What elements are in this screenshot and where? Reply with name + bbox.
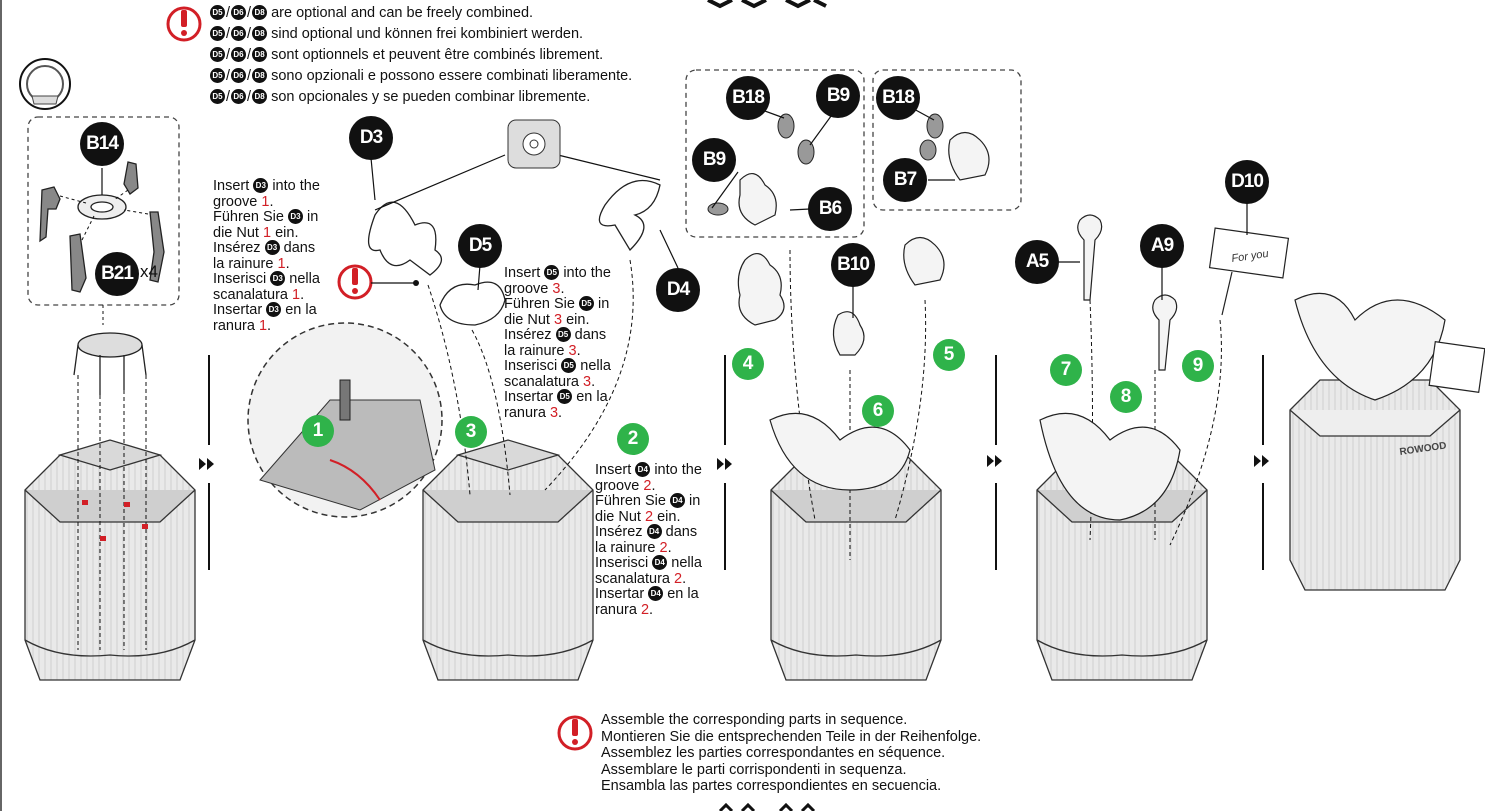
- sequence-notice: Assemble the corresponding parts in sequ…: [601, 712, 981, 795]
- sequence-line-fr: Assemblez les parties correspondantes en…: [601, 745, 946, 762]
- part-label-b7: B7: [883, 158, 927, 202]
- part-label-d10: D10: [1225, 160, 1269, 204]
- step-marker-4: 4: [732, 348, 764, 380]
- step-marker-1: 1: [302, 415, 334, 447]
- notice-line-en: are optional and can be freely combined.: [271, 5, 534, 21]
- part-label-b14: B14: [80, 122, 124, 166]
- sequence-line-en: Assemble the corresponding parts in sequ…: [601, 712, 908, 728]
- instruction-d5: Insert D5 into the groove 3. Führen Sie …: [504, 264, 611, 421]
- part-label-d3: D3: [349, 116, 393, 160]
- part-label-a9: A9: [1140, 224, 1184, 268]
- step-marker-9: 9: [1182, 350, 1214, 382]
- part-label-b9: B9: [692, 138, 736, 182]
- notice-line-it: sono opzionali e possono essere combinat…: [271, 68, 633, 84]
- step-marker-5: 5: [933, 339, 965, 371]
- part-label-a5: A5: [1015, 240, 1059, 284]
- sequence-line-de: Montieren Sie die entsprechenden Teile i…: [601, 728, 982, 745]
- instruction-d3: Insert D3 into the groove 1. Führen Sie …: [213, 177, 320, 334]
- warning-icon: [166, 6, 202, 42]
- part-label-b9: B9: [816, 74, 860, 118]
- notice-line-fr: sont optionnels et peuvent être combinés…: [271, 47, 604, 63]
- step-marker-8: 8: [1110, 381, 1142, 413]
- optional-parts-notice: D5/D6/D8 are optional and can be freely …: [210, 3, 632, 108]
- instruction-d4: Insert D4 into the groove 2. Führen Sie …: [595, 461, 702, 618]
- part-label-b21: B21: [95, 252, 139, 296]
- warning-icon: [557, 715, 593, 751]
- step-marker-7: 7: [1050, 354, 1082, 386]
- warning-icon: [337, 264, 419, 300]
- notice-line-de: sind optional und können frei kombiniert…: [271, 26, 584, 42]
- part-label-b6: B6: [808, 187, 852, 231]
- part-label-d5: D5: [458, 224, 502, 268]
- sign-text: For you: [1231, 248, 1270, 265]
- step-marker-2: 2: [617, 423, 649, 455]
- part-label-b10: B10: [831, 243, 875, 287]
- notice-line-es: son opcionales y se pueden combinar libr…: [271, 89, 591, 105]
- step-marker-6: 6: [862, 395, 894, 427]
- part-label-b18: B18: [876, 76, 920, 120]
- part-label-d4: D4: [656, 268, 700, 312]
- rotate-icon: [19, 58, 71, 110]
- step-marker-3: 3: [455, 416, 487, 448]
- sequence-line-es: Ensambla las partes correspondientes en …: [601, 778, 942, 795]
- part-label-b18: B18: [726, 76, 770, 120]
- part-quantity: x4: [140, 262, 158, 281]
- sequence-line-it: Assemblare le parti corrispondenti in se…: [601, 761, 907, 778]
